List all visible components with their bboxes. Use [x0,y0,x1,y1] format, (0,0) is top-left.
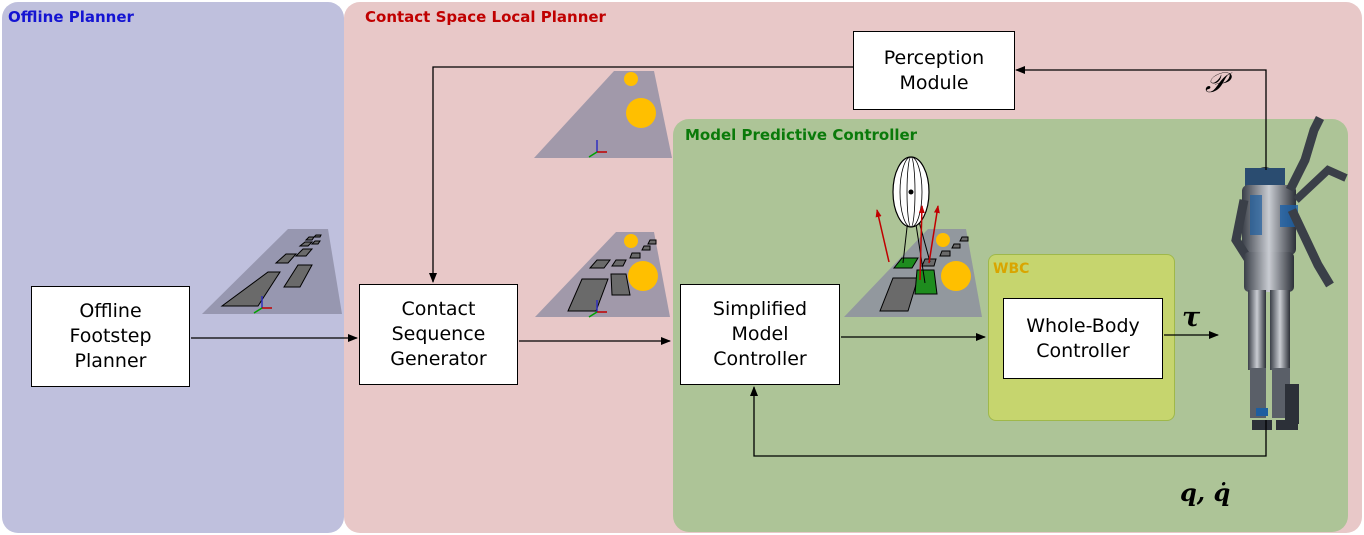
perception-terrain-illustration [534,71,672,158]
block-line: Sequence [391,323,486,346]
wbc-title: WBC [993,261,1030,277]
perception-signal-label: 𝒫 [1205,66,1226,99]
block-line: Simplified [712,298,808,321]
contact-space-local-planner-title: Contact Space Local Planner [365,8,606,26]
humanoid-robot-image [1231,115,1348,430]
contact-sequence-generator-block: Contact Sequence Generator [359,284,518,385]
contact-sequence-terrain-illustration [535,232,670,318]
offline-planner-title: Offline Planner [8,8,134,26]
mpc-terrain-illustration [844,156,982,317]
simplified-model-controller-block: Simplified Model Controller [680,284,840,385]
block-line: Offline [79,300,142,323]
offline-terrain-illustration [202,229,342,314]
model-predictive-controller-title: Model Predictive Controller [685,126,918,144]
connection-arrows [191,66,1267,457]
block-line: Model [731,323,789,346]
whole-body-controller-block: Whole-Body Controller [1003,298,1163,379]
block-line: Controller [713,347,807,370]
state-signal-label: q, q̇ [1180,478,1231,507]
block-line: Planner [74,349,147,372]
torque-signal-label: τ [1182,302,1201,333]
block-line: Perception [883,46,985,69]
block-line: Controller [1036,339,1130,362]
block-line: Footstep [69,325,152,348]
block-line: Whole-Body [1026,314,1140,337]
block-line: Generator [390,347,487,370]
block-line: Contact [401,298,476,321]
perception-module-block: Perception Module [853,31,1015,110]
offline-footstep-planner-block: Offline Footstep Planner [31,286,190,387]
block-line: Module [899,71,969,94]
